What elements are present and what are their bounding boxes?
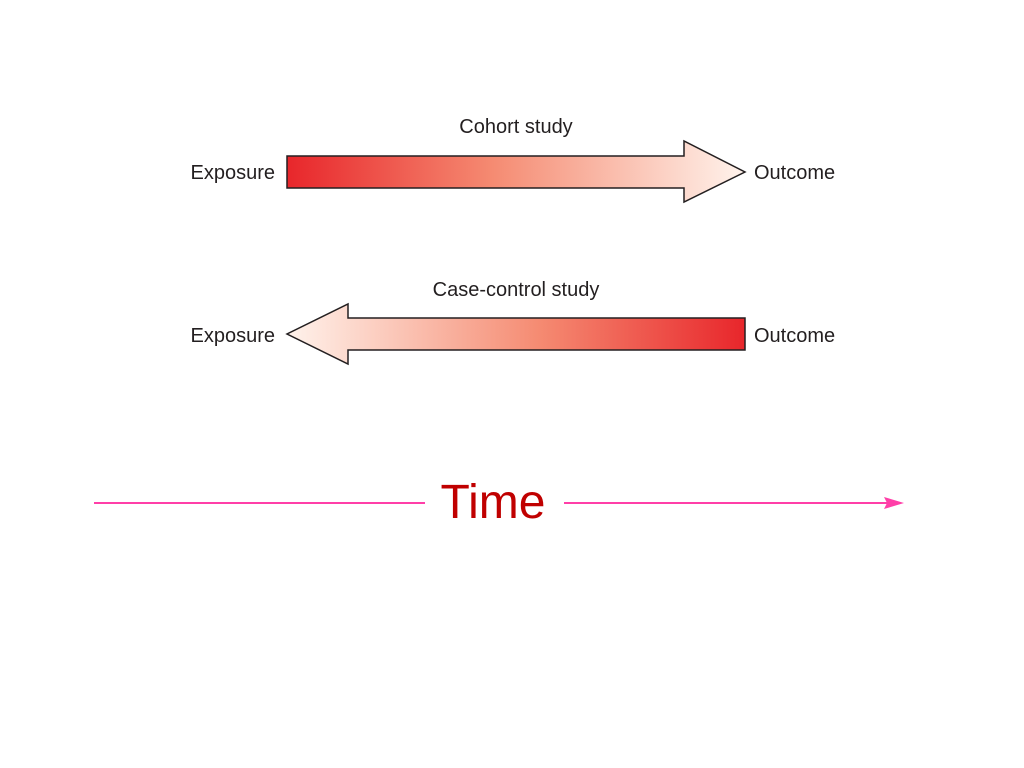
cohort-arrow [286,139,747,204]
cohort-exposure-label: Exposure [191,162,276,184]
cohort-outcome-label: Outcome [754,162,835,184]
case-control-outcome-label: Outcome [754,325,835,347]
case-control-arrow [285,302,746,366]
case-control-study: Case-control study Exposure Outcome [191,279,835,366]
cohort-study: Cohort study Exposure Outcome [191,116,835,204]
case-control-study-title: Case-control study [433,279,600,301]
case-control-exposure-label: Exposure [191,325,276,347]
time-label: Time [441,476,546,529]
timeline: Time [94,476,904,529]
cohort-study-title: Cohort study [459,116,572,138]
timeline-arrowhead-icon [884,497,904,509]
